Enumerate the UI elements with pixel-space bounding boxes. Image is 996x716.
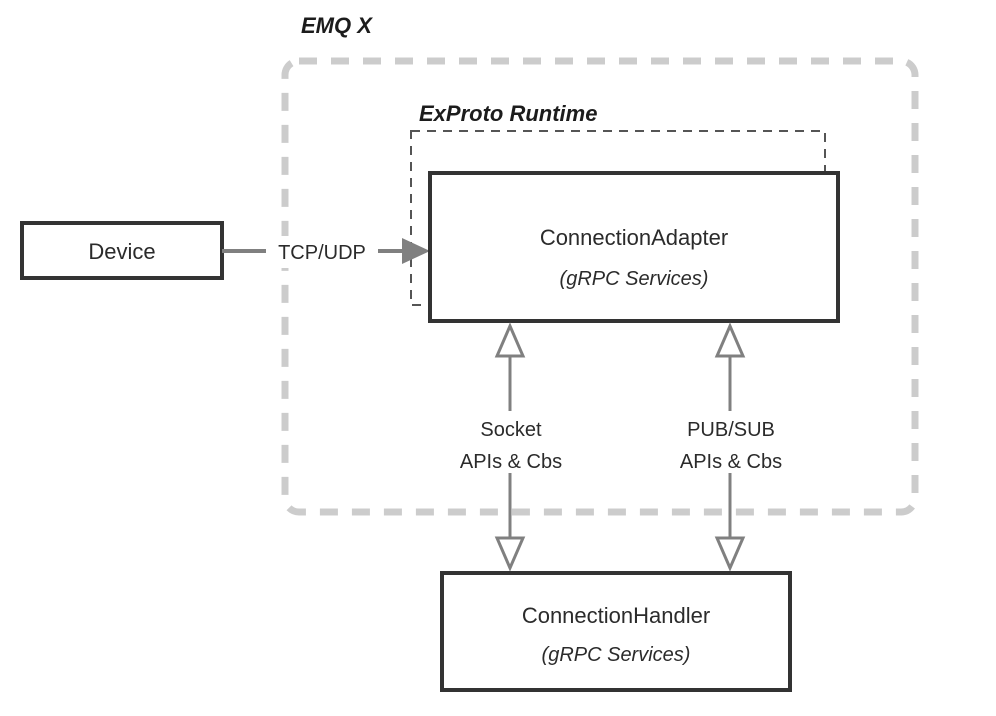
edge-socket-apis: Socket APIs & Cbs — [448, 322, 574, 572]
edge-pubsub-apis-arrowhead-up — [714, 322, 746, 358]
node-connection-handler-title: ConnectionHandler — [522, 603, 710, 628]
node-connection-handler-subtitle: (gRPC Services) — [542, 644, 691, 666]
node-connection-handler-box — [440, 571, 792, 692]
edge-socket-apis-arrowhead-up — [494, 322, 526, 358]
zone-label-emqx: EMQ X — [301, 13, 373, 38]
node-connection-adapter-subtitle: (gRPC Services) — [560, 268, 709, 290]
node-connection-adapter[interactable]: ConnectionAdapter (gRPC Services) — [428, 171, 840, 323]
edge-device-to-adapter-label-mask — [266, 236, 378, 268]
edge-pubsub-apis-label-line1: PUB/SUB — [687, 419, 775, 441]
edge-pubsub-apis: PUB/SUB APIs & Cbs — [662, 322, 802, 572]
node-connection-adapter-title: ConnectionAdapter — [540, 225, 728, 250]
edge-socket-apis-label-mask — [448, 411, 574, 473]
edge-pubsub-apis-label-mask — [662, 411, 802, 473]
edge-socket-apis-label-line1: Socket — [480, 419, 542, 441]
node-connection-handler[interactable]: ConnectionHandler (gRPC Services) — [440, 571, 792, 692]
node-connection-adapter-box — [428, 171, 840, 323]
edge-device-to-adapter-label: TCP/UDP — [278, 242, 366, 264]
edge-device-to-adapter: TCP/UDP — [222, 236, 430, 268]
edge-pubsub-apis-arrowhead-down — [714, 536, 746, 572]
zone-label-exproto: ExProto Runtime — [419, 101, 597, 126]
edge-socket-apis-arrowhead-down — [494, 536, 526, 572]
edge-device-to-adapter-arrowhead — [402, 238, 430, 264]
zone-boundary-emqx — [281, 57, 919, 516]
node-device[interactable]: Device — [20, 221, 224, 280]
edge-pubsub-apis-label-line2: APIs & Cbs — [680, 451, 782, 473]
edge-socket-apis-label-line2: APIs & Cbs — [460, 451, 562, 473]
node-device-title: Device — [88, 239, 155, 264]
